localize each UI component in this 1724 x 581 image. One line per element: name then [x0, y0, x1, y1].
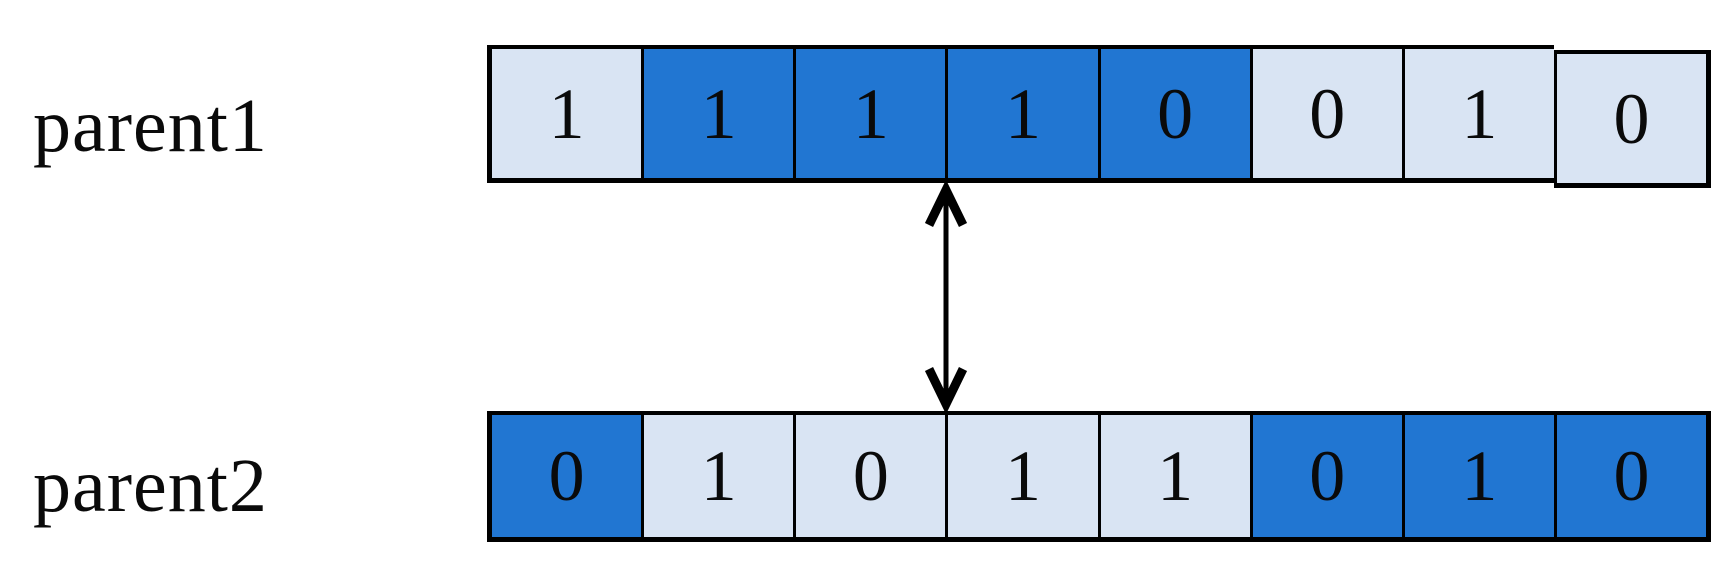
- gene-cell: 1: [945, 45, 1098, 183]
- gene-cell: 0: [1249, 411, 1402, 542]
- crossover-arrow-icon: [924, 183, 968, 411]
- gene-cell: 1: [487, 45, 642, 183]
- gene-cell: 1: [641, 411, 794, 542]
- parent2-label: parent2: [33, 444, 268, 528]
- gene-cell: 0: [487, 411, 642, 542]
- gene-cell: 0: [1553, 50, 1711, 188]
- gene-cell: 0: [1553, 411, 1711, 542]
- gene-cell: 1: [1401, 411, 1554, 542]
- gene-cell: 1: [1401, 45, 1554, 183]
- gene-cell: 1: [1097, 411, 1250, 542]
- gene-cell: 0: [1249, 45, 1402, 183]
- parent1-label: parent1: [33, 84, 268, 168]
- gene-cell: 0: [793, 411, 946, 542]
- gene-cell: 1: [945, 411, 1098, 542]
- gene-cell: 0: [1097, 45, 1250, 183]
- gene-cell: 1: [641, 45, 794, 183]
- gene-cell: 1: [793, 45, 946, 183]
